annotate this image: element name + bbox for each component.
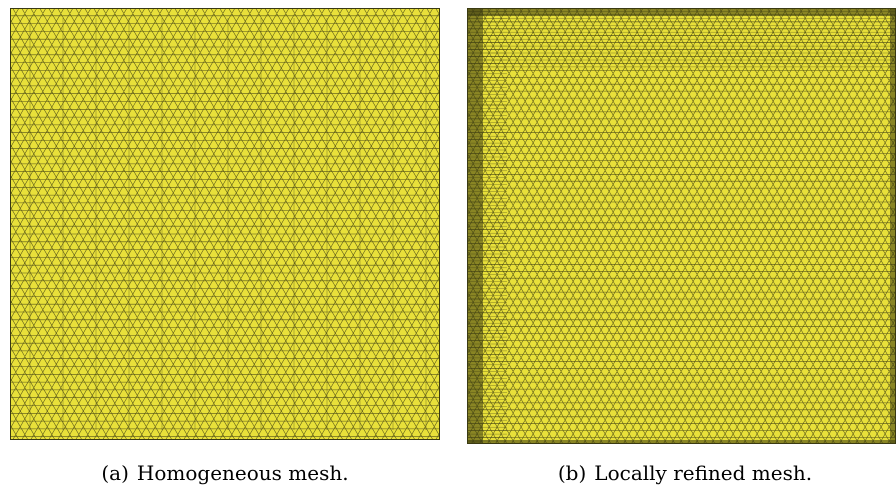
mesh-background (467, 8, 896, 444)
caption-text-b: Locally refined mesh. (594, 461, 813, 485)
caption-refined: (b) Locally refined mesh. (530, 460, 840, 486)
locally-refined-mesh-image (467, 8, 896, 444)
caption-label-b: (b) (557, 461, 587, 485)
refined-boundary-band (467, 440, 896, 444)
caption-label-a: (a) (101, 461, 129, 485)
refined-boundary-band (467, 8, 896, 16)
caption-homogeneous: (a) Homogeneous mesh. (80, 460, 370, 486)
refined-mesh-edges (467, 8, 896, 442)
refined-boundary-band (890, 8, 896, 444)
mesh-edges (10, 8, 440, 440)
mesh-frame (10, 8, 440, 440)
caption-text-a: Homogeneous mesh. (136, 461, 349, 485)
homogeneous-mesh-image (10, 8, 440, 440)
